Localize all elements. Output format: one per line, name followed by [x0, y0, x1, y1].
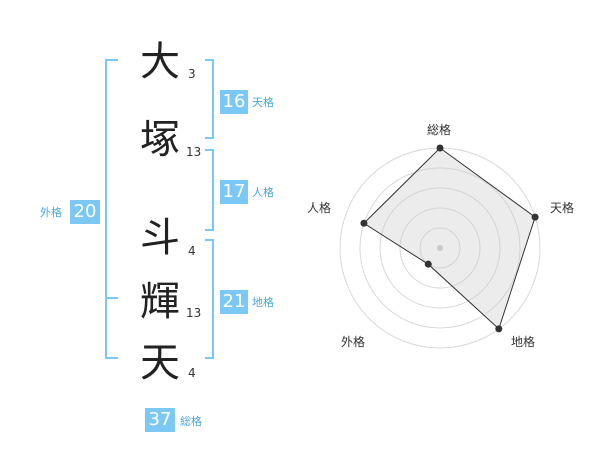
radar-axis-label-chikaku: 地格 [511, 335, 536, 349]
radar-ring [399, 207, 481, 289]
soukaku-badge: 37 [145, 408, 175, 432]
radar-point-4 [360, 219, 368, 227]
name-char-4: 輝 [140, 279, 180, 325]
stroke-count-3: 4 [188, 244, 196, 258]
radar-point-2 [495, 325, 503, 333]
name-char-2: 塚 [140, 117, 180, 163]
tenkaku-badge: 16 [220, 90, 248, 114]
chikaku-badge: 21 [220, 290, 248, 314]
chikaku-label: 地格 [252, 296, 274, 309]
soukaku-label: 総格 [180, 415, 202, 428]
name-char-3: 斗 [140, 215, 180, 261]
radar-axis-label-soukaku: 総格 [427, 123, 452, 137]
stroke-count-5: 4 [188, 366, 196, 380]
radar-ring [379, 187, 501, 309]
radar-axis-label-tenkaku: 天格 [550, 201, 575, 215]
radar-polygon [363, 147, 536, 330]
stroke-count-1: 3 [188, 67, 196, 81]
stroke-count-2: 13 [186, 145, 202, 159]
gaikaku-label: 外格 [40, 206, 62, 219]
radar-ring [419, 227, 461, 269]
gaikaku-badge: 20 [70, 200, 100, 224]
jinkaku-badge: 17 [220, 180, 248, 204]
name-char-5: 天 [140, 340, 180, 386]
tenkaku-label: 天格 [252, 96, 274, 109]
radar-point-1 [531, 213, 539, 221]
radar-ring [359, 167, 521, 329]
jinkaku-label: 人格 [252, 186, 274, 199]
radar-point-3 [424, 260, 432, 268]
radar-axis-label-gaikaku: 外格 [341, 335, 366, 349]
radar-center-dot [437, 245, 443, 251]
stroke-count-4: 13 [186, 306, 202, 320]
name-char-1: 大 [140, 39, 180, 85]
radar-axis-label-jinkaku: 人格 [307, 201, 332, 215]
radar-point-0 [436, 144, 444, 152]
